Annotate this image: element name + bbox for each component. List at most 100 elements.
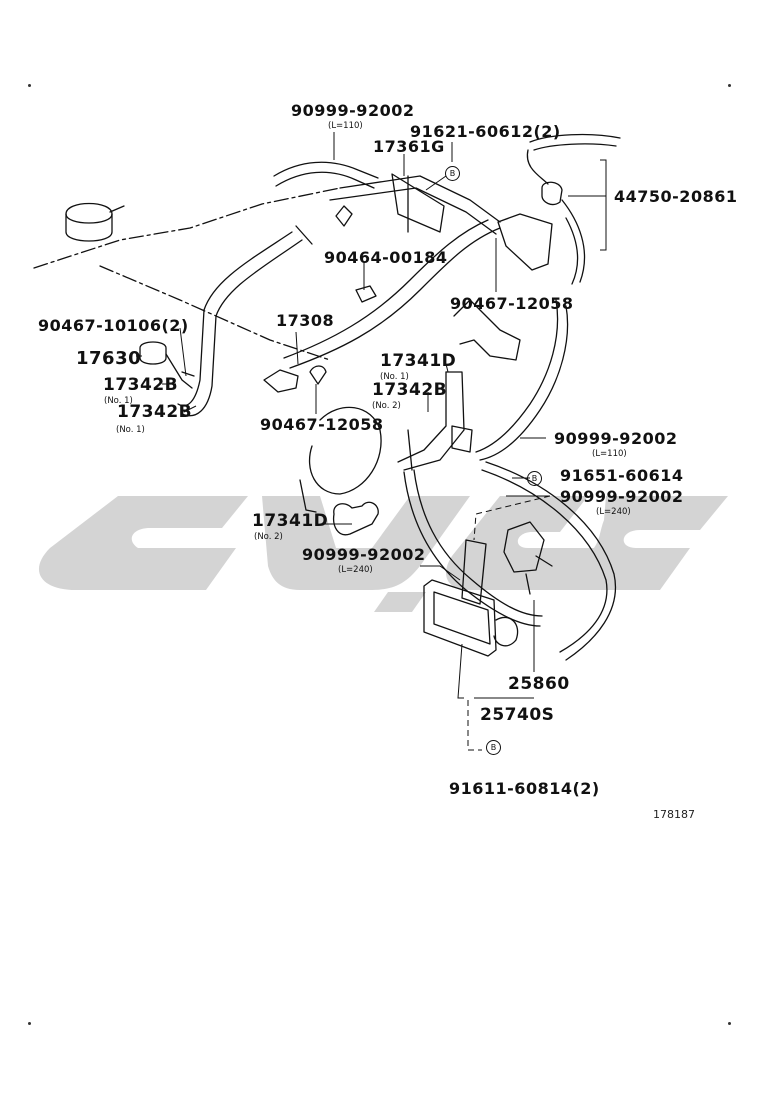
watermark-shape-dot <box>374 592 426 612</box>
leader-17342b-2 <box>183 405 197 413</box>
vsv-25860-port <box>535 555 553 567</box>
label-hose-right2-length: (L=240) <box>596 507 631 517</box>
valve-44750-body <box>541 181 563 206</box>
corner-mark-tl <box>28 84 31 87</box>
engine-part-4 <box>263 369 299 393</box>
hose-17341d-1-a <box>403 371 465 471</box>
label-91651: 91651-60614 <box>560 466 684 485</box>
leader-clip-10106 <box>179 327 187 377</box>
label-clip-2: 91621-60612(2) <box>410 122 561 141</box>
hose-right-long-b <box>475 299 559 453</box>
label-17361g: 17361G <box>373 137 445 156</box>
label-17342b-2-number: (No. 1) <box>116 425 145 435</box>
corner-mark-bl <box>28 1022 31 1025</box>
leader-bolt-top <box>425 175 447 191</box>
leader-hose-mid <box>420 565 461 581</box>
label-17308: 17308 <box>276 311 335 330</box>
label-90467-mid: 90467-12058 <box>260 415 384 434</box>
vsv-17630-stem <box>165 353 193 389</box>
label-17342b-no2: 17342B <box>372 380 448 400</box>
pipe-17308-a <box>289 227 501 369</box>
watermark-shape-right <box>446 496 600 590</box>
hose-top <box>273 161 379 179</box>
leader-17308 <box>295 331 299 365</box>
bolt-mark-top: B <box>445 166 460 181</box>
label-17342b-no2-number: (No. 2) <box>372 401 401 411</box>
figure-number: 178187 <box>653 808 695 821</box>
watermark-shape-far <box>560 496 728 590</box>
leader-91611 <box>467 700 482 751</box>
clamp-mid <box>309 365 327 385</box>
pipe-17361g-b <box>329 187 497 235</box>
label-17342b-1-number: (No. 1) <box>104 396 133 406</box>
leader-17341d-1 <box>445 363 449 373</box>
label-17342b-1: 17342B <box>103 375 179 395</box>
label-hose-top-length: (L=110) <box>328 121 363 131</box>
engine-part-5 <box>335 205 353 227</box>
corner-mark-tr <box>728 84 731 87</box>
bracket-25740s <box>423 579 497 657</box>
canister-cap-nipple <box>109 205 125 213</box>
hose-44750-down <box>561 199 586 283</box>
label-hose-right2: 90999-92002 <box>560 487 684 506</box>
hose-17341d-2 <box>332 501 379 536</box>
label-25860: 25860 <box>508 674 570 694</box>
watermark-shape-mid <box>262 496 470 590</box>
vsv-25860-port-b <box>525 573 531 595</box>
engine-outline <box>33 187 341 269</box>
label-90464: 90464-00184 <box>324 248 448 267</box>
engine-part-3 <box>453 299 521 361</box>
hose-44750-side <box>526 149 549 185</box>
hose-bottom-a <box>403 471 541 627</box>
label-17341d-2-number: (No. 2) <box>254 532 283 542</box>
bolt-mark-91611: B <box>486 740 501 755</box>
label-17630: 17630 <box>76 348 142 369</box>
leader-25740s <box>457 643 464 699</box>
label-hose-mid-length: (L=240) <box>338 565 373 575</box>
label-hose-right-length: (L=110) <box>592 449 627 459</box>
label-17341d-1: 17341D <box>380 351 457 371</box>
label-90467-top: 90467-12058 <box>450 294 574 313</box>
valve-assembly <box>497 213 553 271</box>
vsv-25860-body <box>503 521 545 573</box>
vsv-17630-link <box>181 371 195 377</box>
label-17341d-2: 17341D <box>252 511 329 531</box>
label-25740s: 25740S <box>480 705 555 725</box>
pipe-17308-b <box>283 219 489 359</box>
hose-right-long-a <box>479 305 569 461</box>
hose-left-c <box>295 225 313 245</box>
engine-part-1 <box>308 406 382 495</box>
hose-bottom-b <box>413 469 543 617</box>
leader-hose-right2-dash <box>473 495 551 541</box>
bolt-mark-91651: B <box>527 471 542 486</box>
corner-mark-br <box>728 1022 731 1025</box>
label-hose-mid: 90999-92002 <box>302 545 426 564</box>
vsv-17630-body <box>139 341 167 365</box>
label-91611: 91611-60814(2) <box>449 779 600 798</box>
bracket-17341d <box>451 425 473 453</box>
label-90467-10106: 90467-10106(2) <box>38 316 189 335</box>
engine-outline-2 <box>99 265 331 361</box>
hose-top-2 <box>275 171 375 189</box>
hose-44750-top-b <box>533 143 617 151</box>
pipe-17361g-a <box>339 175 501 223</box>
hose-right-240-a <box>481 469 608 653</box>
label-44750: 44750-20861 <box>614 187 738 206</box>
label-17342b-2: 17342B <box>117 402 193 422</box>
hose-left-b <box>181 239 303 417</box>
hose-44750-top <box>529 133 621 143</box>
bracket-25740s-tab <box>461 539 487 605</box>
clamp-90464-shape <box>355 285 377 303</box>
canister-cap-top <box>65 213 113 224</box>
hose-17342b-down <box>407 429 413 471</box>
leader-44750-bracket <box>600 159 607 251</box>
watermark-shape-left <box>38 496 248 590</box>
canister-cap <box>65 202 113 242</box>
label-hose-right: 90999-92002 <box>554 429 678 448</box>
bracket-top <box>391 173 445 233</box>
hose-left-a <box>177 231 293 407</box>
label-hose-top: 90999-92002 <box>291 101 415 120</box>
